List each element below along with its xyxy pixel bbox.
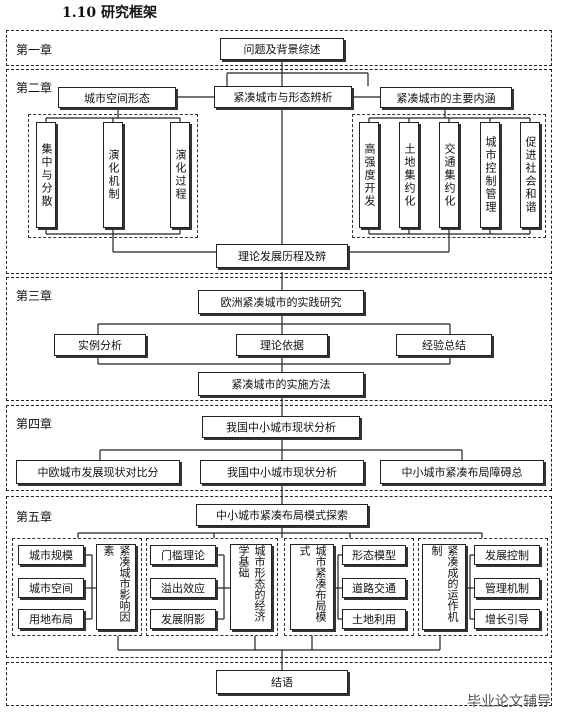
china-status-box: 我国中小城市现状分析 bbox=[200, 460, 364, 484]
chapter-3-frame bbox=[6, 277, 552, 401]
city-control-box: 城市控制管理 bbox=[480, 122, 500, 228]
conclusion-box: 结语 bbox=[216, 670, 348, 694]
land-use-box: 土地利用 bbox=[342, 609, 406, 629]
china-status-top-box: 我国中小城市现状分析 bbox=[202, 416, 360, 438]
page-title: 1.10 研究框架 bbox=[62, 5, 157, 21]
concentration-dispersion-box: 集中与分散 bbox=[36, 122, 56, 228]
chapter-5-label: 第五章 bbox=[16, 510, 53, 524]
road-traffic-box: 道路交通 bbox=[342, 578, 406, 598]
chapter-2-frame bbox=[6, 69, 552, 274]
compact-city-form-box: 紧凑城市与形态辨析 bbox=[214, 86, 352, 108]
compact-city-connotation-box: 紧凑城市的主要内涵 bbox=[380, 87, 512, 108]
theory-history-box: 理论发展历程及辨 bbox=[216, 244, 348, 268]
left-branch-frame bbox=[28, 114, 198, 238]
watermark: 毕业论文辅导 bbox=[467, 694, 551, 710]
spillover-effect-box: 溢出效应 bbox=[150, 578, 216, 598]
evolution-process-box: 演化过程 bbox=[170, 122, 190, 228]
form-model-box: 形态模型 bbox=[342, 545, 406, 565]
economic-basis-box: 城市形态的经济学基础 bbox=[230, 544, 272, 630]
background-review-box: 问题及背景综述 bbox=[220, 38, 344, 60]
chapter-6-frame bbox=[6, 662, 552, 706]
high-intensity-box: 高强度开发 bbox=[359, 122, 379, 228]
group-3-frame bbox=[284, 538, 414, 636]
experience-summary-box: 经验总结 bbox=[396, 334, 492, 356]
development-control-box: 发展控制 bbox=[474, 545, 540, 565]
implementation-method-box: 紧凑城市的实施方法 bbox=[198, 372, 364, 396]
development-shadow-box: 发展阴影 bbox=[150, 609, 216, 629]
obstacle-summary-box: 中小城市紧凑布局障碍总 bbox=[380, 460, 544, 484]
chapter-5-frame bbox=[6, 496, 552, 658]
land-layout-box: 用地布局 bbox=[18, 609, 84, 629]
layout-mode-box: 城市紧凑布局模式 bbox=[290, 544, 334, 630]
chapter-3-label: 第三章 bbox=[16, 289, 53, 303]
chapter-1-label: 第一章 bbox=[16, 43, 53, 57]
theory-basis-box: 理论依据 bbox=[236, 334, 328, 356]
impact-factors-box: 紧凑城市影响因素 bbox=[96, 544, 136, 630]
social-harmony-box: 促进社会和谐 bbox=[520, 122, 540, 228]
right-branch-frame bbox=[352, 114, 546, 238]
europe-practice-box: 欧洲紧凑城市的实践研究 bbox=[198, 290, 364, 314]
case-analysis-box: 实例分析 bbox=[54, 334, 146, 356]
chapter-4-frame bbox=[6, 405, 552, 491]
evolution-mechanism-box: 演化机制 bbox=[103, 122, 123, 228]
city-space-box: 城市空间 bbox=[18, 578, 84, 598]
chapter-2-label: 第二章 bbox=[16, 81, 53, 95]
chapter-4-label: 第四章 bbox=[16, 417, 53, 431]
sino-europe-compare-box: 中欧城市发展现状对比分 bbox=[16, 460, 180, 484]
threshold-theory-box: 门槛理论 bbox=[150, 545, 216, 565]
group-4-frame bbox=[418, 538, 548, 636]
urban-spatial-form-box: 城市空间形态 bbox=[58, 87, 176, 108]
operation-mechanism-box: 紧凑成的运作机制 bbox=[422, 544, 466, 630]
chapter-1-frame bbox=[6, 30, 552, 66]
group-1-frame bbox=[12, 538, 142, 636]
land-intensive-box: 土地集约化 bbox=[399, 122, 419, 228]
management-mechanism-box: 管理机制 bbox=[474, 578, 540, 598]
group-2-frame bbox=[146, 538, 278, 636]
layout-model-box: 中小城市紧凑布局模式探索 bbox=[196, 504, 368, 526]
traffic-intensive-box: 交通集约化 bbox=[439, 122, 459, 228]
growth-guidance-box: 增长引导 bbox=[474, 609, 540, 629]
city-scale-box: 城市规模 bbox=[18, 545, 84, 565]
